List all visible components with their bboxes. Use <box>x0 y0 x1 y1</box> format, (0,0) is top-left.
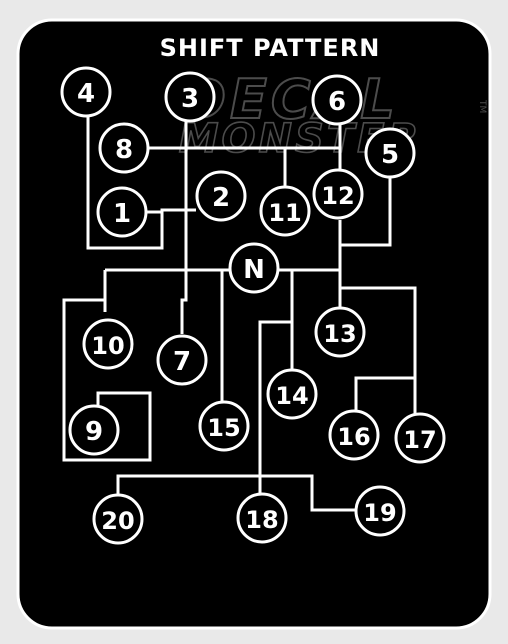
gear-label-4: 4 <box>77 79 95 109</box>
path-4-1 <box>86 112 164 250</box>
path-13-rail <box>340 286 417 414</box>
gear-label-10: 10 <box>91 332 124 360</box>
gear-node-12: 12 <box>312 168 364 220</box>
gear-label-14: 14 <box>275 382 308 410</box>
gear-label-9: 9 <box>85 417 103 447</box>
gear-node-6: 6 <box>311 74 363 126</box>
path-5-center <box>340 176 392 247</box>
gear-label-16: 16 <box>337 423 370 451</box>
gear-label-7: 7 <box>173 347 191 377</box>
diagram-title: SHIFT PATTERN <box>160 34 381 62</box>
gear-label-17: 17 <box>403 426 436 454</box>
gear-node-11: 11 <box>259 185 311 237</box>
watermark-tm: TM <box>477 99 487 113</box>
gear-node-13: 13 <box>314 306 366 358</box>
gear-label-11: 11 <box>268 199 301 227</box>
path-3-7-lower <box>180 270 188 334</box>
gear-node-1: 1 <box>96 186 148 238</box>
gear-node-19: 19 <box>354 485 406 537</box>
gear-label-8: 8 <box>115 135 133 165</box>
gear-nodes: 4 3 6 8 5 2 1 11 <box>60 66 446 545</box>
gear-label-19: 19 <box>363 499 396 527</box>
gear-node-16: 16 <box>328 409 380 461</box>
gear-label-18: 18 <box>245 506 278 534</box>
gear-node-7: 7 <box>156 334 208 386</box>
gear-label-5: 5 <box>381 140 399 170</box>
gear-node-8: 8 <box>98 122 150 174</box>
gear-label-12: 12 <box>321 182 354 210</box>
gear-node-9: 9 <box>68 404 120 456</box>
path-16-17 <box>354 376 415 412</box>
gear-label-N: N <box>243 255 265 285</box>
gear-node-20: 20 <box>92 493 144 545</box>
gear-node-2: 2 <box>195 170 247 222</box>
path-10-loop <box>62 298 152 462</box>
path-20-rail <box>116 474 356 512</box>
gear-label-1: 1 <box>113 199 131 229</box>
gear-label-13: 13 <box>323 320 356 348</box>
gear-node-17: 17 <box>394 412 446 464</box>
gear-node-15: 15 <box>198 400 250 452</box>
gear-node-N: N <box>228 242 280 294</box>
gear-node-10: 10 <box>82 318 134 370</box>
gear-label-15: 15 <box>207 414 240 442</box>
gear-label-2: 2 <box>212 183 230 213</box>
gear-label-6: 6 <box>328 87 346 117</box>
gear-node-18: 18 <box>236 492 288 544</box>
gear-label-3: 3 <box>181 84 199 114</box>
gear-node-4: 4 <box>60 66 112 118</box>
path-1-2 <box>145 208 196 214</box>
path-18-up <box>258 320 292 494</box>
gear-node-3: 3 <box>164 71 216 123</box>
gear-node-5: 5 <box>364 127 416 179</box>
gear-label-20: 20 <box>101 507 134 535</box>
gear-node-14: 14 <box>266 368 318 420</box>
shift-paths <box>62 112 417 512</box>
